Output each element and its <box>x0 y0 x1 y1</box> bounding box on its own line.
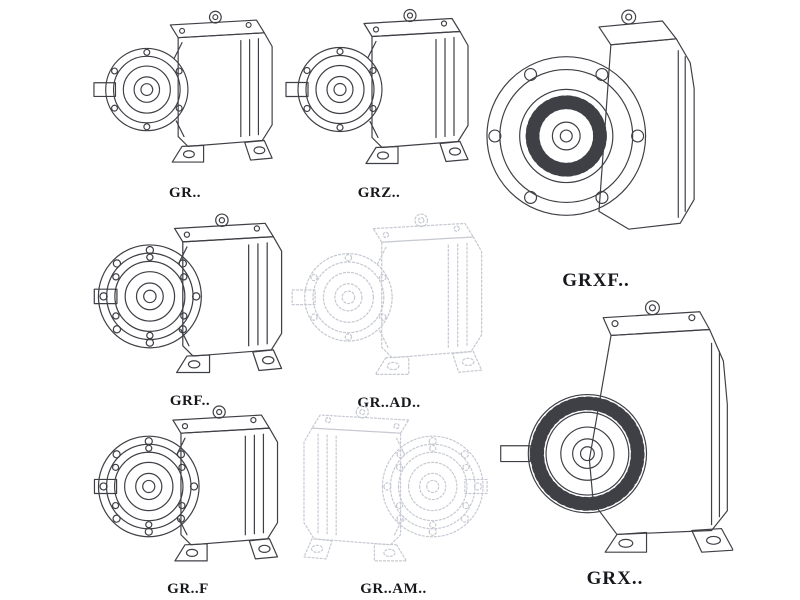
figure-grx: GRX.. <box>495 296 735 590</box>
gear-unit-drawing-gram <box>286 404 501 577</box>
gear-unit-drawing-gr-f <box>92 404 284 577</box>
figure-label-grx: GRX.. <box>586 568 644 589</box>
gear-unit-drawing-grf <box>92 212 288 389</box>
figure-gram: GR..AM.. <box>286 404 501 598</box>
figure-grz: GRZ.. <box>284 6 474 202</box>
figure-label-grxf: GRXF.. <box>562 270 630 291</box>
figure-label-gr-f: GR..F <box>167 581 209 597</box>
figure-grf: GRF.. <box>92 212 288 410</box>
gear-unit-drawing-grz <box>284 6 474 181</box>
figure-label-grz: GRZ.. <box>357 185 401 201</box>
gear-unit-drawing-gr <box>92 6 278 181</box>
figure-label-grf: GRF.. <box>169 393 211 409</box>
figure-label-gram: GR..AM.. <box>360 581 427 597</box>
figure-grxf: GRXF.. <box>482 4 710 292</box>
figure-gr-f: GR..F <box>92 404 284 598</box>
figure-grad: GR..AD.. <box>286 212 492 412</box>
figure-gr: GR.. <box>92 6 278 202</box>
gear-unit-drawing-grx <box>495 296 735 564</box>
gear-unit-drawing-grxf <box>482 4 710 266</box>
figure-label-grad: GR..AD.. <box>357 395 421 411</box>
gear-unit-drawing-grad <box>286 212 492 391</box>
figure-label-gr: GR.. <box>169 185 201 201</box>
